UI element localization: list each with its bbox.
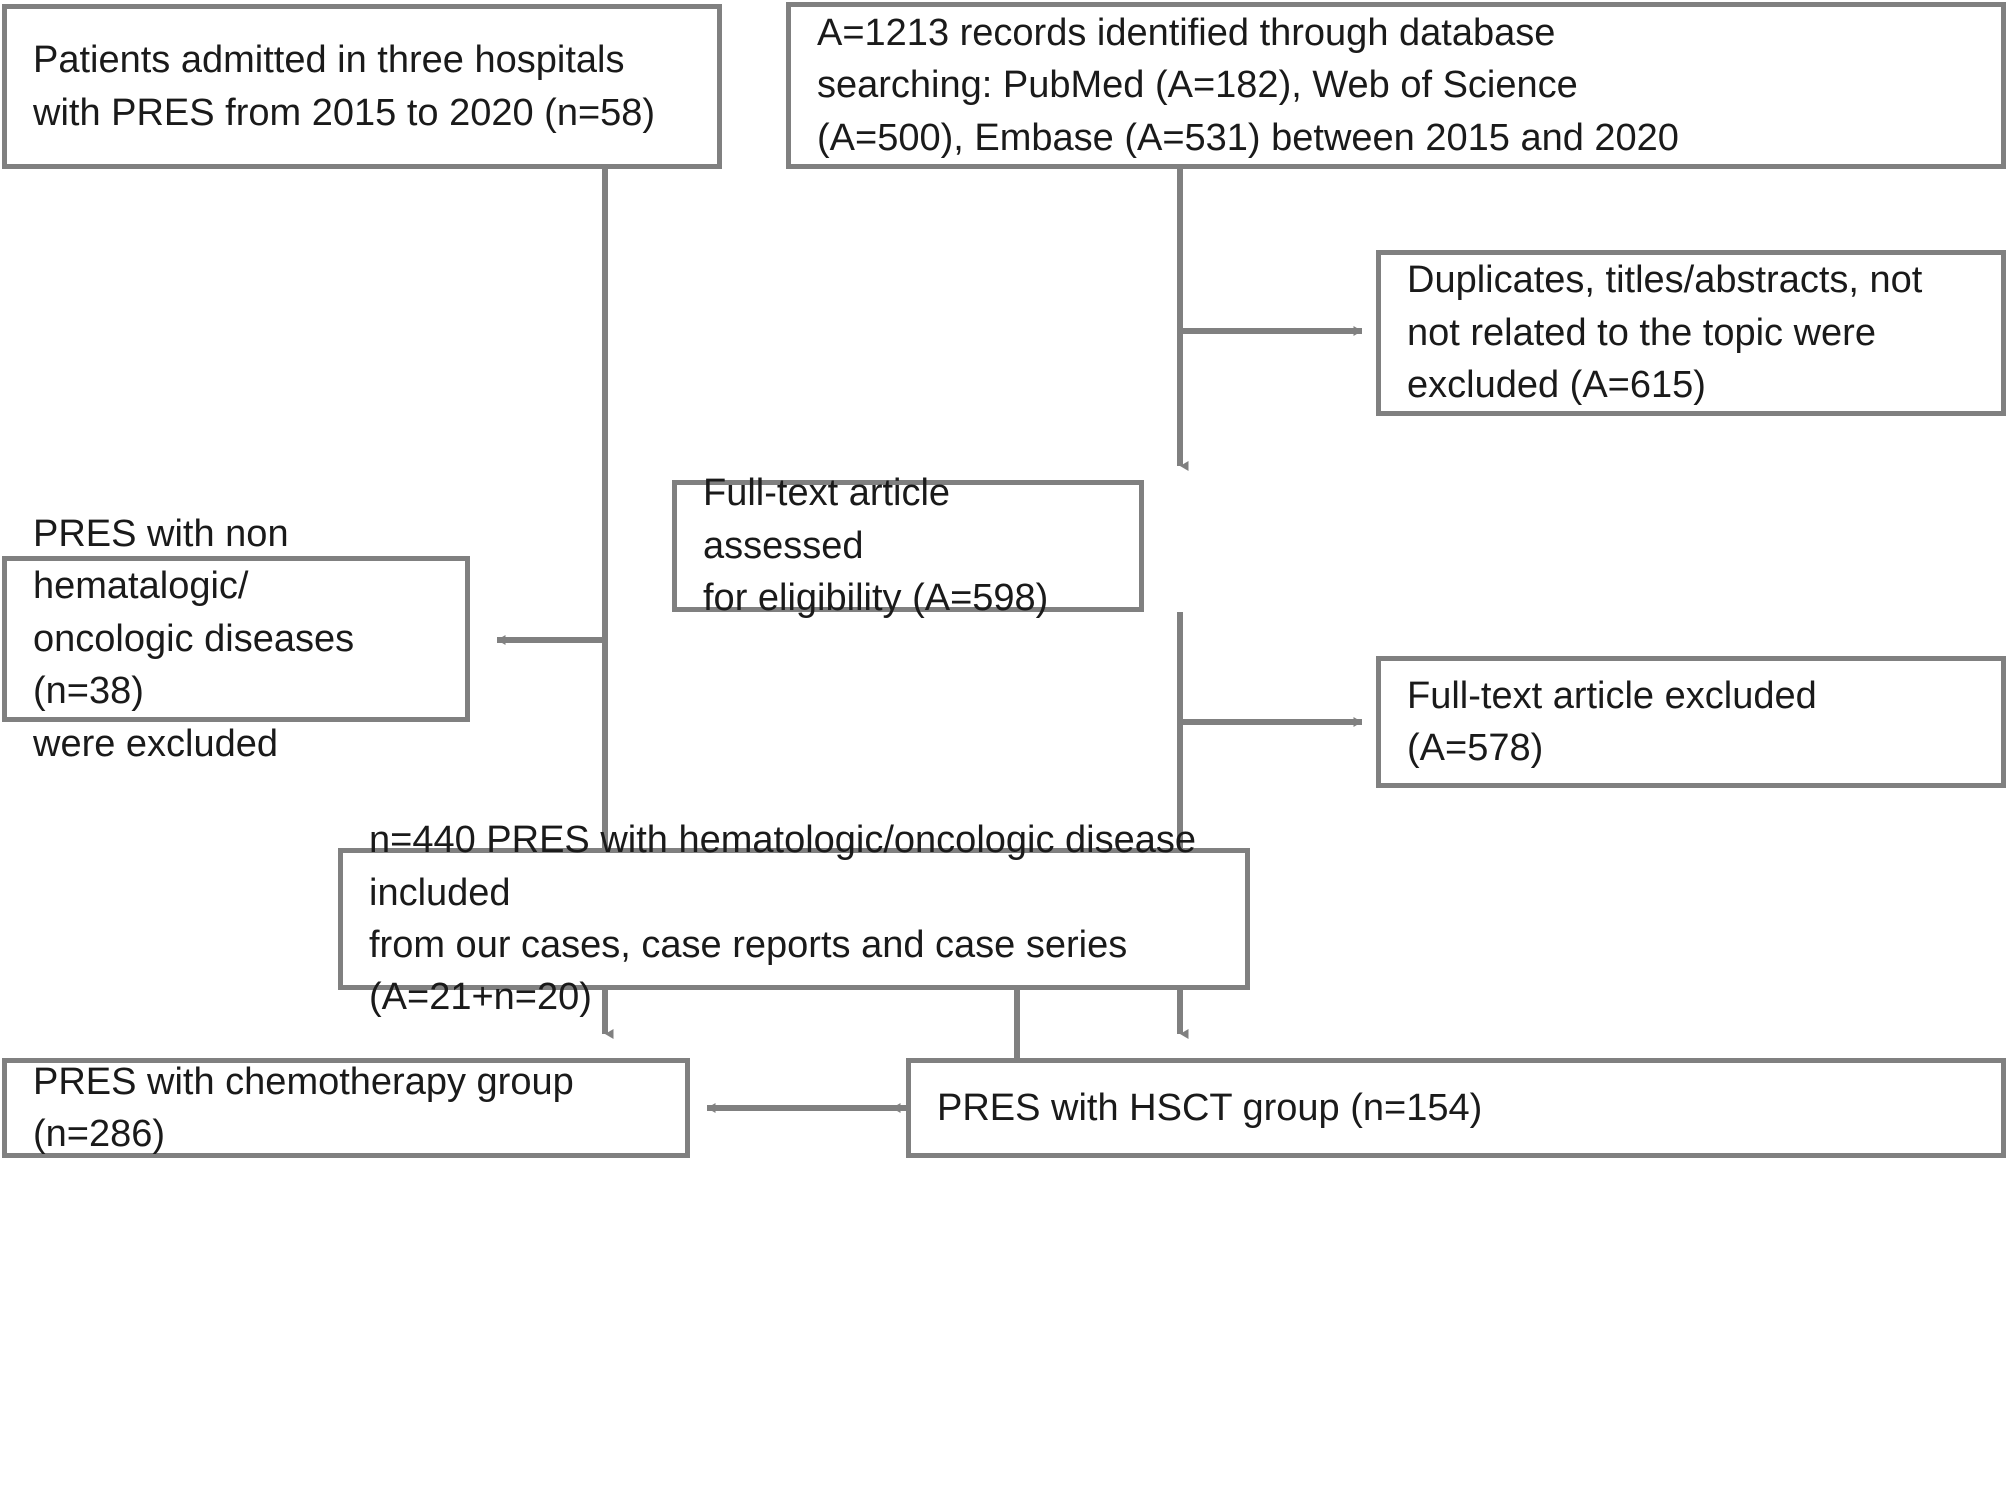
node-chemotherapy-group: PRES with chemotherapy group (n=286) [2, 1058, 690, 1158]
node-fulltext-assessed: Full-text article assessed for eligibili… [672, 472, 1144, 619]
node-fulltext-excluded-text: Full-text article excluded (A=578) [1407, 674, 1817, 769]
node-hsct-group-text: PRES with HSCT group (n=154) [937, 1086, 1483, 1129]
node-patients-admitted-text: Patients admitted in three hospitals wit… [33, 39, 656, 134]
node-duplicates-excluded: Duplicates, titles/abstracts, not not re… [1376, 250, 2006, 416]
node-non-hematologic-excluded-text: PRES with non hematalogic/ oncologic dis… [33, 512, 355, 765]
node-records-identified: A=1213 records identified through databa… [786, 2, 2006, 169]
node-non-hematologic-excluded: PRES with non hematalogic/ oncologic dis… [2, 513, 470, 765]
node-studies-included: n=440 PRES with hematologic/oncologic di… [338, 819, 1250, 1018]
node-fulltext-excluded: Full-text article excluded (A=578) [1376, 656, 2006, 788]
node-patients-admitted: Patients admitted in three hospitals wit… [2, 4, 722, 169]
node-duplicates-excluded-text: Duplicates, titles/abstracts, not not re… [1407, 259, 1923, 407]
node-studies-included-text: n=440 PRES with hematologic/oncologic di… [369, 819, 1197, 1019]
node-fulltext-assessed-text: Full-text article assessed for eligibili… [703, 472, 1049, 620]
node-chemotherapy-group-text: PRES with chemotherapy group (n=286) [33, 1060, 574, 1155]
node-records-identified-text: A=1213 records identified through databa… [817, 11, 1679, 159]
node-hsct-group: PRES with HSCT group (n=154) [906, 1058, 2006, 1158]
